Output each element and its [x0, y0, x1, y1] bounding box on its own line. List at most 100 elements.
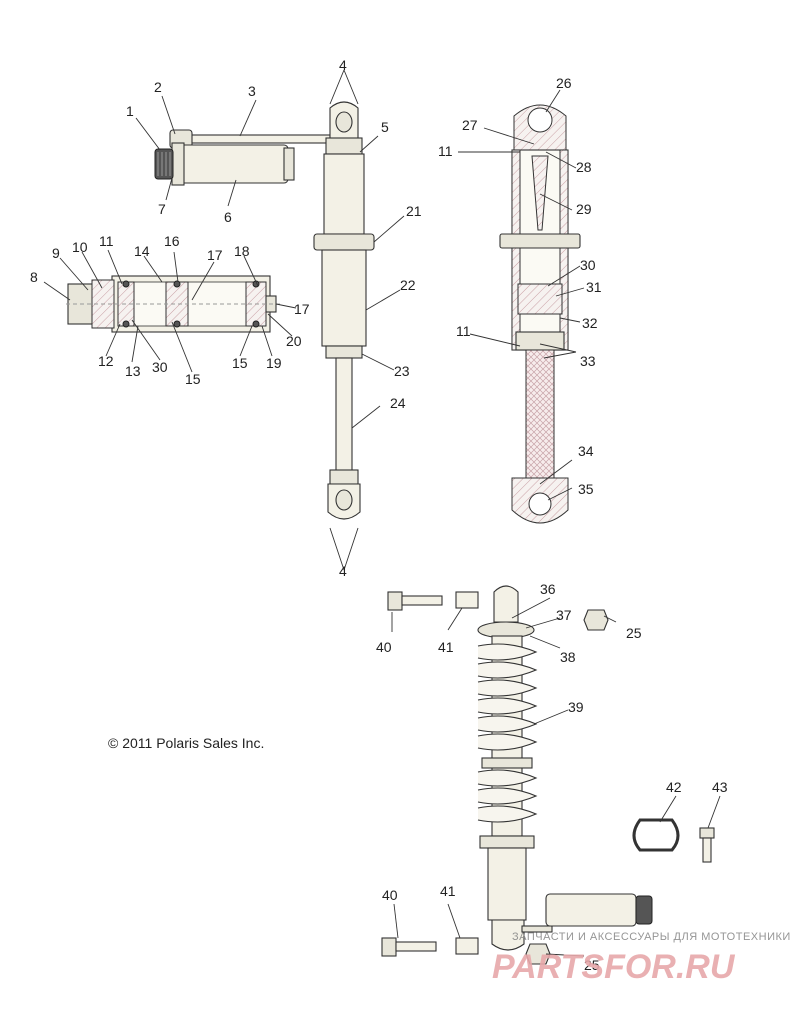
o-ring-1: [122, 280, 130, 288]
callout-29: 29: [576, 201, 592, 217]
nut-25-bottom: [525, 943, 551, 965]
bottom-eyelet-hole: [335, 489, 353, 511]
callout-20: 20: [286, 333, 302, 349]
callout-36: 36: [540, 581, 556, 597]
reservoir-inner: [119, 281, 263, 327]
callout-17a: 17: [207, 247, 223, 263]
callout-32: 32: [582, 315, 598, 331]
copyright-notice: © 2011 Polaris Sales Inc.: [108, 735, 264, 751]
body-upper: [323, 153, 365, 235]
callout-38: 38: [560, 649, 576, 665]
section-needle: [531, 155, 549, 231]
callout-1: 1: [126, 103, 134, 119]
center-shock: [313, 101, 375, 520]
callout-8: 8: [30, 269, 38, 285]
callout-40b: 40: [382, 887, 398, 903]
callout-35: 35: [578, 481, 594, 497]
nut-25-top: [583, 609, 609, 631]
screw-43-shank: [702, 837, 712, 863]
callout-11c: 11: [456, 323, 471, 339]
callout-41b: 41: [440, 883, 456, 899]
callout-26: 26: [556, 75, 572, 91]
reservoir-end: [283, 147, 295, 181]
o-ring-4: [173, 320, 181, 328]
reservoir-ring: [171, 142, 185, 186]
reservoir-cross-section: [66, 275, 280, 333]
knob-ribs: [157, 152, 171, 176]
section-piston: [517, 283, 563, 315]
callout-3: 3: [248, 83, 256, 99]
shaft: [335, 357, 353, 477]
adjuster-knob: [154, 148, 174, 180]
callout-19: 19: [266, 355, 282, 371]
callout-15a: 15: [185, 371, 201, 387]
preload-collar: [313, 233, 375, 251]
callout-22: 22: [400, 277, 416, 293]
partsfor-watermark: ЗАПЧАСТИ И АКСЕССУАРЫ ДЛЯ МОТОТЕХНИКИ PA…: [492, 931, 791, 986]
hardware: [381, 591, 715, 965]
callout-2: 2: [154, 79, 162, 95]
callout-12: 12: [98, 353, 114, 369]
callout-28: 28: [576, 159, 592, 175]
section-wall-right: [559, 149, 569, 351]
callout-10: 10: [72, 239, 88, 255]
callout-5: 5: [381, 119, 389, 135]
o-ring-6: [252, 320, 260, 328]
callout-11b: 11: [438, 143, 453, 159]
section-collar: [499, 233, 581, 249]
callout-23: 23: [394, 363, 410, 379]
clamp-42: [632, 818, 680, 852]
reservoir-body: [179, 144, 289, 184]
callout-9: 9: [52, 245, 60, 261]
callout-25a: 25: [626, 625, 642, 641]
callout-6: 6: [224, 209, 232, 225]
callout-33: 33: [580, 353, 596, 369]
callout-39: 39: [568, 699, 584, 715]
coil-bottom-eye: [491, 919, 525, 951]
callout-14: 14: [134, 243, 150, 259]
callout-34: 34: [578, 443, 594, 459]
seal-cap: [325, 345, 363, 359]
section-top-hole: [527, 107, 553, 133]
callout-17b: 17: [294, 301, 310, 317]
callout-15b: 15: [232, 355, 248, 371]
callout-labels: 1 2 3 4 5 6 7 8 9 10 11 14 16 18 17 12 1…: [30, 57, 728, 973]
bolt-40-bottom-shank: [395, 941, 437, 952]
reservoir-hose-group: [154, 129, 331, 186]
callout-16: 16: [164, 233, 180, 249]
coil-adjust-collar: [481, 757, 533, 769]
watermark-tagline: ЗАПЧАСТИ И АКСЕССУАРЫ ДЛЯ МОТОТЕХНИКИ: [512, 931, 791, 943]
callout-30a: 30: [152, 359, 168, 375]
spacer-41-top: [455, 591, 479, 609]
o-ring-2: [122, 320, 130, 328]
hose-line: [179, 134, 331, 144]
screw-43-head: [699, 827, 715, 839]
shock-cross-section: [499, 104, 581, 524]
callout-21: 21: [406, 203, 422, 219]
piggyback-hose: [521, 925, 553, 933]
section-wall-left: [511, 149, 521, 351]
callout-18: 18: [234, 243, 250, 259]
callout-7: 7: [158, 201, 166, 217]
callout-11a: 11: [99, 233, 114, 249]
callout-24: 24: [390, 395, 406, 411]
callout-31: 31: [586, 279, 602, 295]
coil-top-eye: [493, 585, 519, 623]
callout-41a: 41: [438, 639, 454, 655]
top-eyelet-hole: [335, 111, 353, 133]
bolt-40-top-head: [387, 591, 403, 611]
callout-25b: 25: [584, 957, 600, 973]
top-cap: [325, 137, 363, 155]
bolt-40-bottom-head: [381, 937, 397, 957]
callout-13: 13: [125, 363, 141, 379]
coilover-assembly: [477, 585, 653, 951]
callout-27: 27: [462, 117, 478, 133]
callout-40a: 40: [376, 639, 392, 655]
leader-lines: [43, 69, 721, 957]
piggyback-knob: [635, 895, 653, 925]
coil-lower-seat: [479, 835, 535, 849]
section-bottom-hole: [528, 492, 552, 516]
callout-42: 42: [666, 779, 682, 795]
coil-lower-body: [487, 847, 527, 921]
